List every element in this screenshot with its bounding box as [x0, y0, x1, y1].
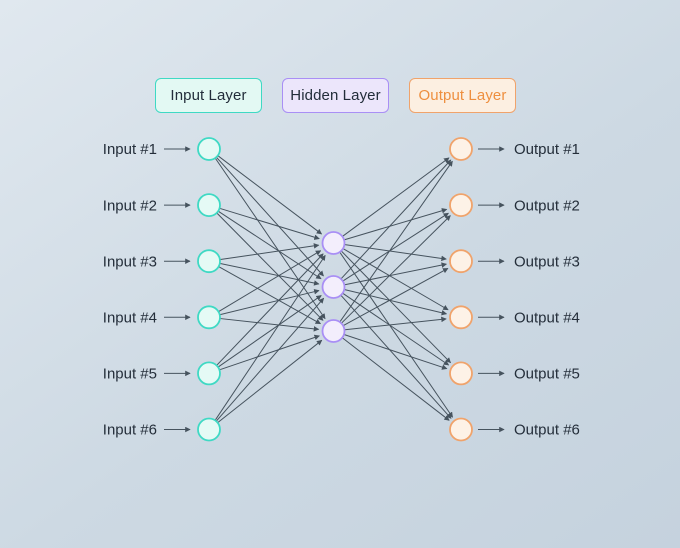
- edge-hidden-output: [339, 160, 453, 322]
- edge-input-hidden: [216, 212, 324, 321]
- input-label: Input #3: [103, 253, 157, 270]
- edge-input-hidden: [216, 297, 325, 422]
- input-node-4: [197, 305, 221, 330]
- input-node-2: [197, 193, 221, 218]
- edge-hidden-output: [344, 316, 447, 331]
- output-label: Output #2: [514, 197, 580, 214]
- edge-input-hidden: [217, 155, 323, 235]
- edge-input-hidden: [218, 266, 322, 325]
- edge-hidden-output: [342, 293, 450, 366]
- output-label: Output #4: [514, 310, 580, 327]
- output-node-5: [449, 361, 473, 386]
- hidden-node-3: [321, 319, 346, 343]
- edge-hidden-output: [342, 157, 450, 237]
- legend-input-layer-label: Input Layer: [170, 87, 247, 104]
- edge-input-hidden: [216, 253, 324, 366]
- edge-hidden-output: [344, 244, 447, 262]
- edge-hidden-output: [344, 334, 448, 370]
- output-label: Output #6: [514, 422, 580, 439]
- input-label: Input #2: [103, 197, 157, 214]
- edge-input-hidden: [218, 295, 322, 368]
- output-node-1: [449, 137, 473, 161]
- edge-hidden-output: [341, 215, 451, 324]
- edge-hidden-output: [340, 159, 452, 279]
- input-label: Input #1: [103, 141, 157, 158]
- edge-hidden-output: [343, 267, 449, 326]
- output-node-4: [449, 305, 473, 330]
- edge-hidden-output: [342, 337, 450, 421]
- legend-chip-input-layer[interactable]: Input Layer: [155, 78, 262, 113]
- hidden-node-1: [321, 231, 346, 255]
- edge-input-hidden: [219, 207, 320, 240]
- legend-chip-hidden-layer[interactable]: Hidden Layer: [282, 78, 389, 113]
- edge-hidden-output: [340, 295, 452, 419]
- input-node-3: [197, 249, 221, 274]
- edge-hidden-output: [344, 289, 448, 316]
- edge-hidden-output: [344, 262, 447, 286]
- output-label: Output #3: [514, 253, 580, 270]
- edge-input-hidden: [218, 250, 322, 312]
- input-node-1: [197, 137, 221, 161]
- legend-chip-output-layer[interactable]: Output Layer: [409, 78, 516, 113]
- legend-hidden-layer-label: Hidden Layer: [290, 87, 381, 104]
- input-label: Input #6: [103, 422, 157, 439]
- input-label: Input #5: [103, 366, 157, 383]
- edge-input-hidden: [219, 334, 320, 371]
- edge-hidden-output: [342, 212, 449, 282]
- legend: Input Layer Hidden Layer Output Layer: [155, 78, 516, 113]
- input-label: Input #4: [103, 310, 157, 327]
- input-node-6: [197, 417, 221, 442]
- legend-output-layer-label: Output Layer: [418, 87, 507, 104]
- edge-hidden-output: [339, 252, 453, 418]
- output-node-2: [449, 193, 473, 218]
- hidden-node-2: [321, 275, 346, 299]
- edge-input-hidden: [215, 158, 326, 320]
- edge-input-hidden: [220, 243, 320, 261]
- edge-input-hidden: [216, 157, 324, 277]
- output-node-3: [449, 249, 473, 274]
- edge-input-hidden: [220, 289, 320, 316]
- output-node-6: [449, 417, 473, 442]
- edge-input-hidden: [214, 254, 326, 421]
- edge-hidden-output: [344, 208, 448, 241]
- output-label: Output #5: [514, 366, 580, 383]
- edge-input-hidden: [218, 211, 322, 280]
- edge-hidden-output: [343, 248, 449, 311]
- edge-input-hidden: [220, 263, 320, 286]
- edge-input-hidden: [220, 318, 320, 332]
- output-label: Output #1: [514, 141, 580, 158]
- input-node-5: [197, 361, 221, 386]
- edge-input-hidden: [217, 339, 323, 423]
